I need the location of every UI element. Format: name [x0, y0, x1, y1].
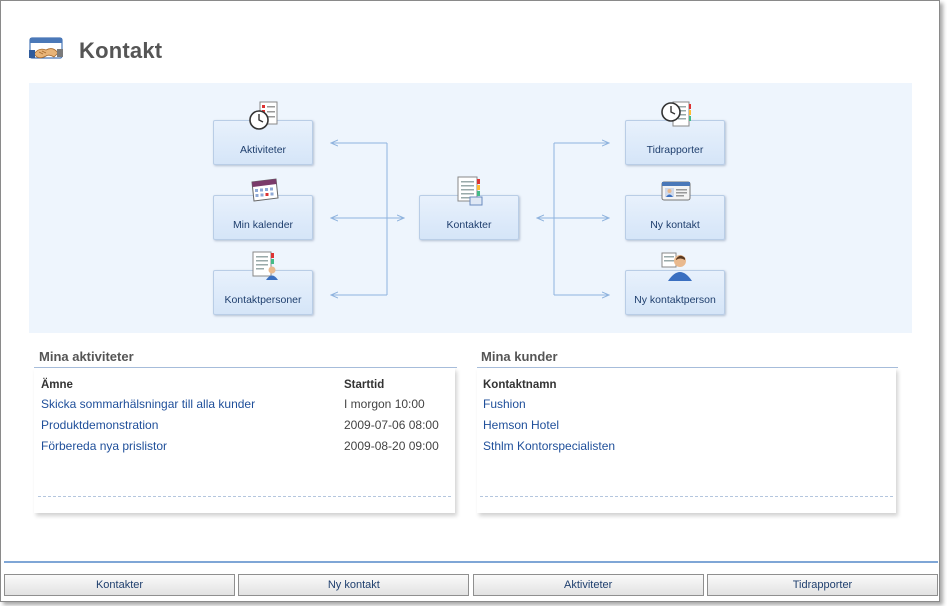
- contact-list-icon: [454, 176, 486, 206]
- customers-panel: Kontaktnamn Fushion Hemson Hotel Sthlm K…: [477, 368, 896, 513]
- node-kontaktpersoner[interactable]: Kontaktpersoner: [213, 251, 313, 315]
- navigation-diagram: Aktiviteter Min kalender: [29, 83, 912, 333]
- activity-start: I morgon 10:00: [344, 397, 425, 411]
- activity-start: 2009-07-06 08:00: [344, 418, 439, 432]
- column-header-subject: Ämne: [41, 379, 73, 391]
- node-label: Ny kontaktperson: [634, 294, 716, 306]
- tab-ny-kontakt[interactable]: Ny kontakt: [238, 574, 470, 596]
- node-ny-kontaktperson[interactable]: Ny kontaktperson: [625, 252, 725, 315]
- node-label: Kontakter: [446, 219, 492, 231]
- clock-report-icon: [660, 101, 692, 131]
- bottom-tab-bar: Kontakter Ny kontakt Aktiviteter Tidrapp…: [4, 574, 938, 596]
- tab-kontakter[interactable]: Kontakter: [4, 574, 235, 596]
- column-header-start: Starttid: [344, 379, 385, 391]
- node-label: Kontaktpersoner: [224, 294, 302, 306]
- page-header: Kontakt: [29, 31, 162, 71]
- footer-divider: [4, 561, 938, 563]
- calendar-icon: [248, 176, 280, 206]
- handshake-icon: [29, 37, 63, 65]
- customers-title: Mina kunder: [481, 349, 558, 364]
- panel-footer-divider: [480, 496, 893, 497]
- tab-tidrapporter[interactable]: Tidrapporter: [706, 574, 938, 596]
- page-title: Kontakt: [79, 38, 163, 63]
- activity-link[interactable]: Förbereda nya prislistor: [41, 439, 168, 453]
- node-aktiviteter[interactable]: Aktiviteter: [213, 101, 313, 165]
- person-list-icon: [248, 251, 280, 281]
- person-icon: [660, 251, 692, 281]
- activity-link[interactable]: Skicka sommarhälsningar till alla kunder: [41, 397, 256, 411]
- activity-link[interactable]: Produktdemonstration: [41, 418, 159, 432]
- tab-aktiviteter[interactable]: Aktiviteter: [472, 574, 704, 596]
- node-tidrapporter[interactable]: Tidrapporter: [625, 101, 725, 165]
- panel-footer-divider: [38, 496, 451, 497]
- activity-start: 2009-08-20 09:00: [344, 439, 439, 453]
- node-kontakter[interactable]: Kontakter: [419, 176, 519, 240]
- customer-link[interactable]: Sthlm Kontorspecialisten: [483, 439, 616, 453]
- customer-link[interactable]: Hemson Hotel: [483, 418, 560, 432]
- customer-link[interactable]: Fushion: [483, 397, 526, 411]
- node-label: Aktiviteter: [239, 144, 287, 156]
- activities-title: Mina aktiviteter: [39, 349, 134, 364]
- customers-divider: [477, 367, 898, 368]
- id-card-icon: [660, 176, 692, 206]
- activities-panel: Ämne Starttid Skicka sommarhälsningar ti…: [34, 368, 455, 513]
- activities-divider: [34, 367, 457, 368]
- node-label: Min kalender: [232, 219, 294, 231]
- node-label: Ny kontakt: [650, 219, 700, 231]
- node-label: Tidrapporter: [646, 144, 704, 156]
- node-min-kalender[interactable]: Min kalender: [213, 178, 313, 240]
- node-ny-kontakt[interactable]: Ny kontakt: [625, 181, 725, 240]
- clock-list-icon: [248, 101, 280, 131]
- column-header-contact-name: Kontaktnamn: [483, 379, 557, 391]
